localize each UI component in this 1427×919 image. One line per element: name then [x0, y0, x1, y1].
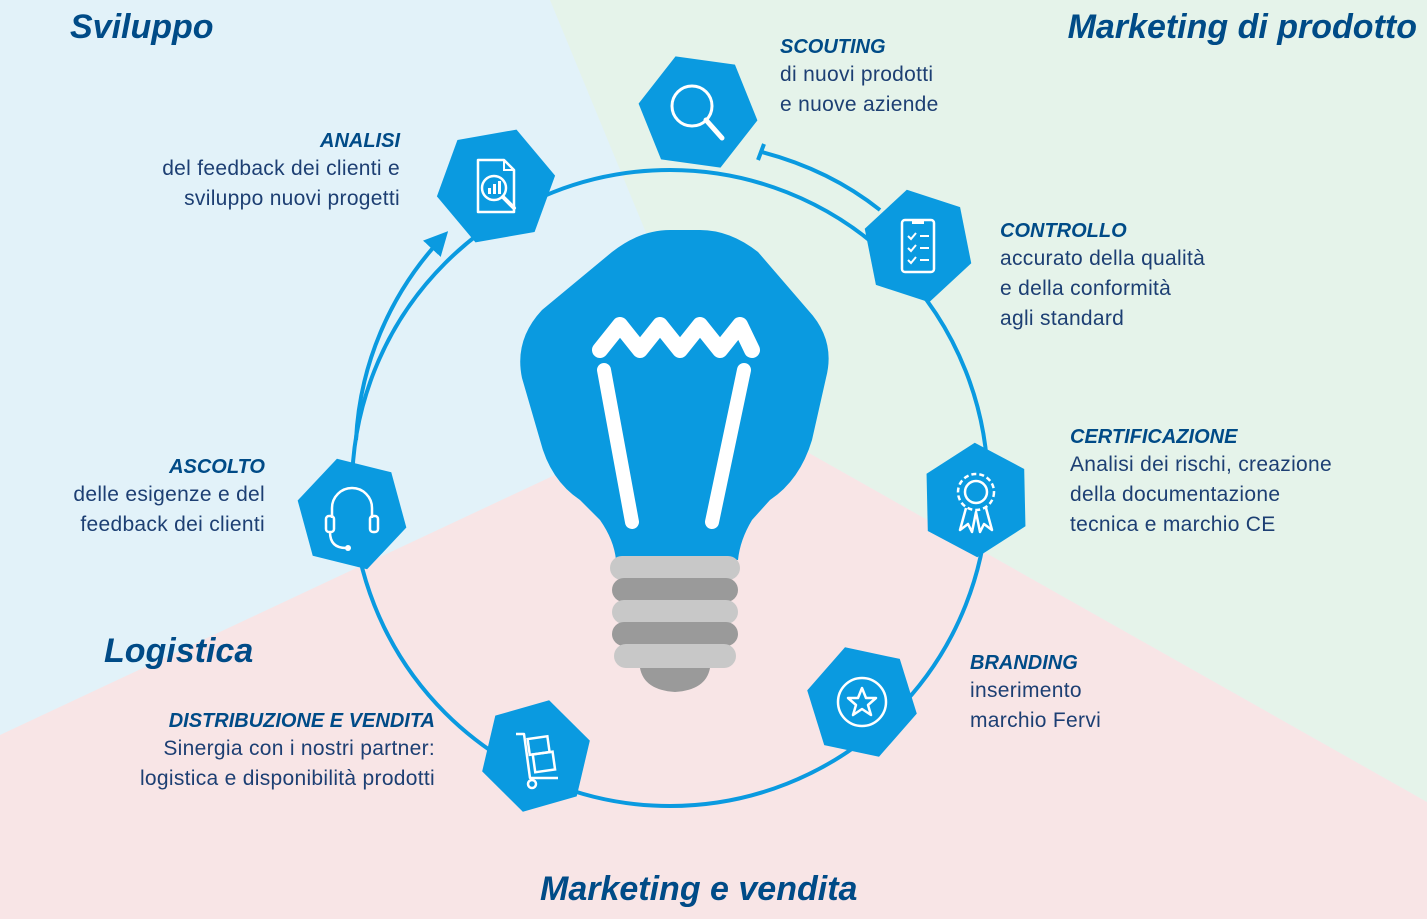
step-distribuzione-title: DISTRIBUZIONE E VENDITA	[168, 710, 435, 732]
step-scouting: SCOUTING di nuovi prodotti e nuove azien…	[780, 34, 939, 120]
step-certificazione-title: CERTIFICAZIONE	[1070, 426, 1238, 448]
star-icon	[807, 647, 917, 757]
step-scouting-title: SCOUTING	[780, 36, 886, 58]
cycle-arrow	[354, 231, 449, 441]
section-title-marketing-prodotto: Marketing di prodotto	[1067, 8, 1417, 46]
step-ascolto-title: ASCOLTO	[169, 456, 265, 478]
hand-truck-icon	[482, 700, 590, 812]
step-distribuzione: DISTRIBUZIONE E VENDITA Sinergia con i n…	[140, 708, 435, 794]
lightbulb-icon	[520, 230, 829, 692]
award-rosette-icon	[926, 442, 1026, 558]
step-branding-title: BRANDING	[970, 652, 1078, 674]
step-analisi-title: ANALISI	[320, 130, 400, 152]
step-distribuzione-text: Sinergia con i nostri partner: logistica…	[139, 737, 435, 790]
step-controllo: CONTROLLO accurato della qualità e della…	[1000, 218, 1205, 334]
step-analisi: ANALISI del feedback dei clienti e svilu…	[162, 128, 400, 214]
step-branding-text: inserimento marchio Fervi	[970, 679, 1102, 732]
step-scouting-text: di nuovi prodotti e nuove aziende	[780, 63, 939, 116]
magnifier-icon	[638, 56, 758, 168]
step-controllo-title: CONTROLLO	[1000, 220, 1127, 242]
report-search-icon	[436, 129, 556, 243]
section-title-marketing-vendita: Marketing e vendita	[540, 870, 858, 908]
headset-icon	[297, 458, 407, 570]
checklist-icon	[864, 189, 972, 303]
step-controllo-text: accurato della qualità e della conformit…	[1000, 247, 1206, 330]
step-ascolto: ASCOLTO delle esigenze e del feedback de…	[73, 454, 265, 540]
zone-marketing-prodotto	[550, 0, 1427, 802]
section-title-logistica: Logistica	[104, 632, 254, 670]
cycle-start-tick	[756, 143, 766, 161]
step-analisi-text: del feedback dei clienti e sviluppo nuov…	[162, 157, 400, 210]
section-title-sviluppo: Sviluppo	[70, 8, 214, 46]
step-certificazione-text: Analisi dei rischi, creazione della docu…	[1070, 453, 1332, 536]
step-certificazione: CERTIFICAZIONE Analisi dei rischi, creaz…	[1070, 424, 1332, 540]
step-branding: BRANDING inserimento marchio Fervi	[970, 650, 1101, 736]
step-ascolto-text: delle esigenze e del feedback dei client…	[73, 483, 265, 536]
